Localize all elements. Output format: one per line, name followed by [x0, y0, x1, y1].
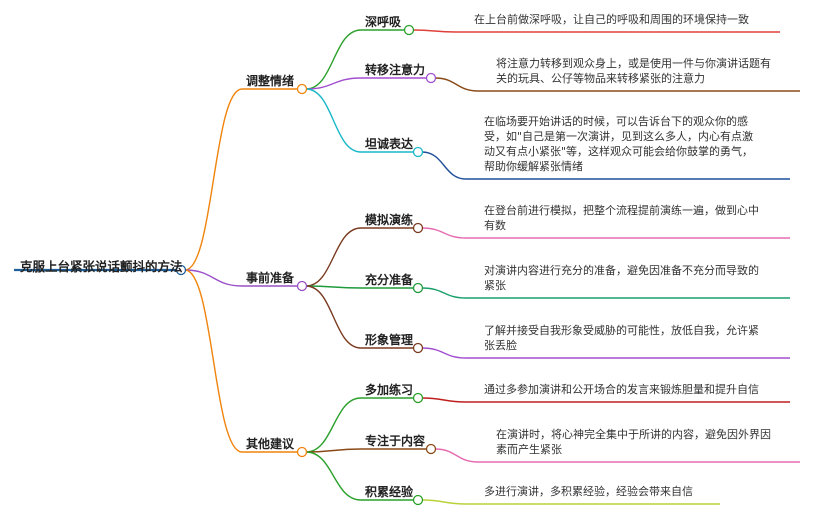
- desc-connector: [434, 77, 479, 92]
- desc-text-line: 有数: [484, 219, 506, 232]
- leaf-connector: [305, 397, 362, 453]
- desc-text-line: 在上台前做深呼吸，让自己的呼吸和周围的环境保持一致: [474, 13, 749, 26]
- leaf-label: 专注于内容: [365, 434, 426, 448]
- leaf-node-circle: [412, 146, 424, 158]
- branch-connector: [184, 269, 243, 453]
- branch-connector: [184, 269, 243, 287]
- desc-text-line: 多进行演讲，多积累经验，经验会带来自信: [484, 485, 693, 498]
- desc-text-line: 动又有点小紧张"等，这样观众可能会给你鼓掌的勇气，: [484, 145, 754, 158]
- desc-connector: [421, 499, 467, 505]
- leaf-connector: [305, 285, 362, 349]
- branch-node-circle: [296, 446, 308, 458]
- desc-text-line: 关的玩具、公仔等物品来转移紧张的注意力: [496, 72, 705, 85]
- leaf-connector: [305, 77, 362, 90]
- leaf-label: 充分准备: [365, 273, 414, 287]
- root-node-circle: [175, 264, 187, 276]
- branch-node-circle: [296, 83, 308, 95]
- desc-text-line: 了解并接受自我形象受威胁的可能性，放低自我，允许紧: [484, 324, 759, 337]
- desc-connector: [421, 287, 467, 299]
- leaf-connector: [305, 227, 362, 287]
- leaf-connector: [305, 29, 362, 90]
- branch-label: 调整情绪: [246, 74, 295, 88]
- desc-text-line: 通过多参加演讲和公开场合的发言来锻炼胆量和提升自信: [484, 383, 759, 396]
- leaf-label: 深呼吸: [365, 15, 402, 29]
- desc-connector: [434, 448, 479, 463]
- leaf-label: 坦诚表达: [365, 137, 414, 151]
- root-node-label: 克服上台紧张说话颤抖的方法: [20, 259, 183, 274]
- leaf-connector: [305, 448, 362, 453]
- leaf-node-circle: [412, 392, 424, 404]
- desc-text-line: 素而产生紧张: [496, 443, 562, 456]
- leaf-label: 多加练习: [365, 383, 414, 397]
- leaf-connector: [305, 88, 362, 153]
- desc-connector: [421, 397, 467, 403]
- desc-connector: [412, 29, 457, 33]
- branch-label: 事前准备: [246, 271, 295, 285]
- desc-text-line: 紧张: [484, 279, 506, 292]
- leaf-connector: [305, 285, 362, 289]
- leaf-label: 形象管理: [365, 333, 414, 347]
- branch-connector: [184, 88, 243, 271]
- desc-text-line: 在临场要开始讲话的时候，可以告诉台下的观众你的感: [484, 115, 748, 128]
- desc-connector: [421, 347, 467, 359]
- leaf-node-circle: [412, 342, 424, 354]
- desc-text-line: 帮助你缓解紧张情绪: [484, 160, 583, 173]
- leaf-node-circle: [425, 72, 437, 84]
- desc-connector: [421, 151, 467, 180]
- leaf-label: 模拟演练: [365, 213, 414, 227]
- leaf-label: 转移注意力: [365, 63, 426, 77]
- leaf-node-circle: [412, 222, 424, 234]
- branch-node-circle: [296, 280, 308, 292]
- leaf-node-circle: [412, 494, 424, 506]
- desc-text-line: 对演讲内容进行充分的准备，避免因准备不充分而导致的: [484, 264, 759, 277]
- desc-text-line: 张丢脸: [484, 339, 517, 352]
- branch-label: 其他建议: [246, 437, 295, 451]
- desc-connector: [421, 227, 467, 239]
- desc-text-line: 受，如"自己是第一次演讲，见到这么多人，内心有点激: [484, 130, 754, 143]
- desc-text-line: 将注意力转移到观众身上，或是使用一件与你演讲话题有: [496, 57, 771, 70]
- leaf-label: 积累经验: [365, 485, 414, 499]
- leaf-connector: [305, 451, 362, 501]
- desc-text-line: 在登台前进行模拟，把整个流程提前演练一遍，做到心中: [484, 204, 759, 217]
- leaf-node-circle: [403, 24, 415, 36]
- desc-text-line: 在演讲时，将心神完全集中于所讲的内容，避免因外界因: [496, 428, 771, 441]
- leaf-node-circle: [412, 282, 424, 294]
- leaf-node-circle: [425, 443, 437, 455]
